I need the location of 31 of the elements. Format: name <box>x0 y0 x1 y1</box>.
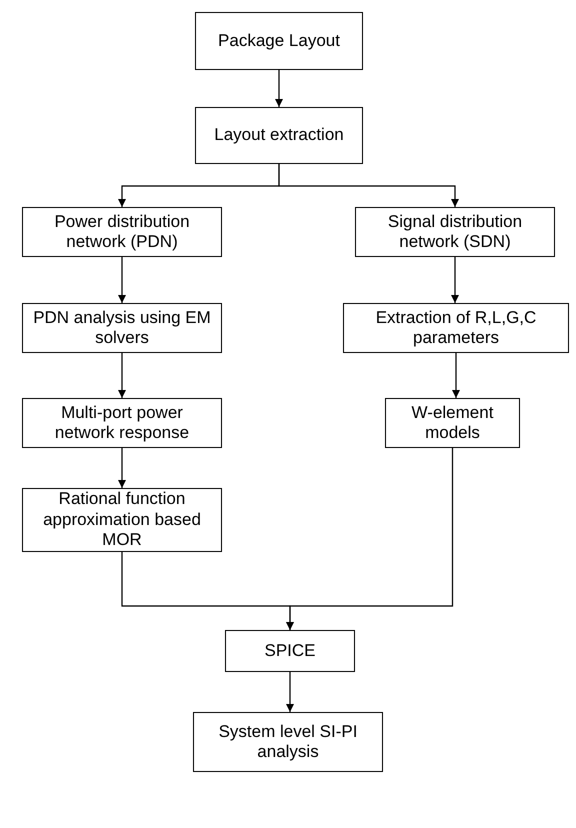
arrow <box>118 353 126 398</box>
process-box <box>343 303 569 353</box>
process-box <box>355 207 555 257</box>
process-box <box>195 12 363 70</box>
process-box <box>225 630 355 672</box>
process-box <box>22 207 222 257</box>
box-label: Signal distribution network (SDN) <box>386 212 524 252</box>
box-label: PDN analysis using EM solvers <box>32 308 212 348</box>
arrow <box>452 353 460 398</box>
process-box <box>22 398 222 448</box>
box-label: Multi-port power network response <box>54 402 190 444</box>
process-box <box>385 398 520 448</box>
box-label: Extraction of R,L,G,C parameters <box>374 308 538 348</box>
box-label: Power distribution network (PDN) <box>53 212 191 252</box>
box-label: SPICE <box>264 640 316 662</box>
box-label: W-element models <box>410 402 494 444</box>
arrow <box>118 257 126 303</box>
box-label: System level SI-PI analysis <box>218 722 358 762</box>
box-label: Layout extraction <box>214 125 344 146</box>
box-label: Rational function approximation based MOR <box>42 489 202 551</box>
process-box <box>195 107 363 164</box>
arrow <box>118 448 126 488</box>
arrow <box>286 672 294 712</box>
arrow <box>286 448 454 630</box>
box-label: Package Layout <box>218 30 340 52</box>
process-box <box>193 712 383 772</box>
arrow <box>451 257 459 303</box>
arrow <box>275 70 283 107</box>
process-box <box>22 488 222 552</box>
process-box <box>22 303 222 353</box>
arrow <box>278 164 459 207</box>
